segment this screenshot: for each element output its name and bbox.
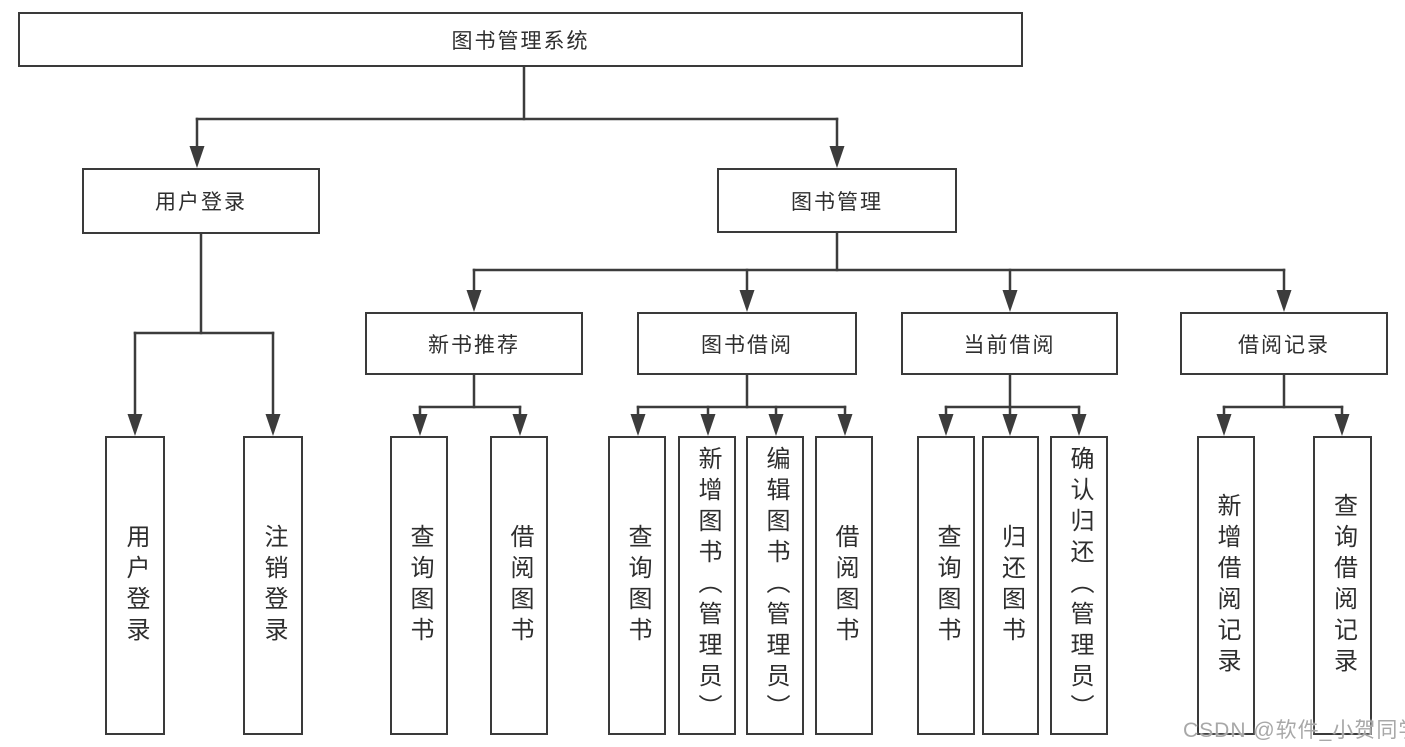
leaf-query-books-borrowing: 查询图书 (608, 436, 666, 735)
leaf-edit-books-admin: 编辑图书（管理员） (746, 436, 804, 735)
node-book-borrowing: 图书借阅 (637, 312, 857, 375)
watermark-text: CSDN @软件_小贺同学 (1183, 719, 1405, 742)
leaf-logout: 注销登录 (243, 436, 303, 735)
leaf-borrow-books-borrowing: 借阅图书 (815, 436, 873, 735)
leaf-query-borrow-record: 查询借阅记录 (1313, 436, 1372, 735)
leaf-add-books-admin: 新增图书（管理员） (678, 436, 736, 735)
leaf-query-books-current: 查询图书 (917, 436, 975, 735)
node-new-book-recommendation: 新书推荐 (365, 312, 583, 375)
node-library-management-system: 图书管理系统 (18, 12, 1023, 67)
node-book-management: 图书管理 (717, 168, 957, 233)
leaf-borrow-books-recommend: 借阅图书 (490, 436, 548, 735)
leaf-query-books-recommend: 查询图书 (390, 436, 448, 735)
node-current-borrowing: 当前借阅 (901, 312, 1118, 375)
leaf-user-login: 用户登录 (105, 436, 165, 735)
leaf-confirm-return-admin: 确认归还（管理员） (1050, 436, 1108, 735)
leaf-add-borrow-record: 新增借阅记录 (1197, 436, 1255, 735)
leaf-return-books: 归还图书 (982, 436, 1039, 735)
node-borrowing-records: 借阅记录 (1180, 312, 1388, 375)
node-user-login: 用户登录 (82, 168, 320, 234)
